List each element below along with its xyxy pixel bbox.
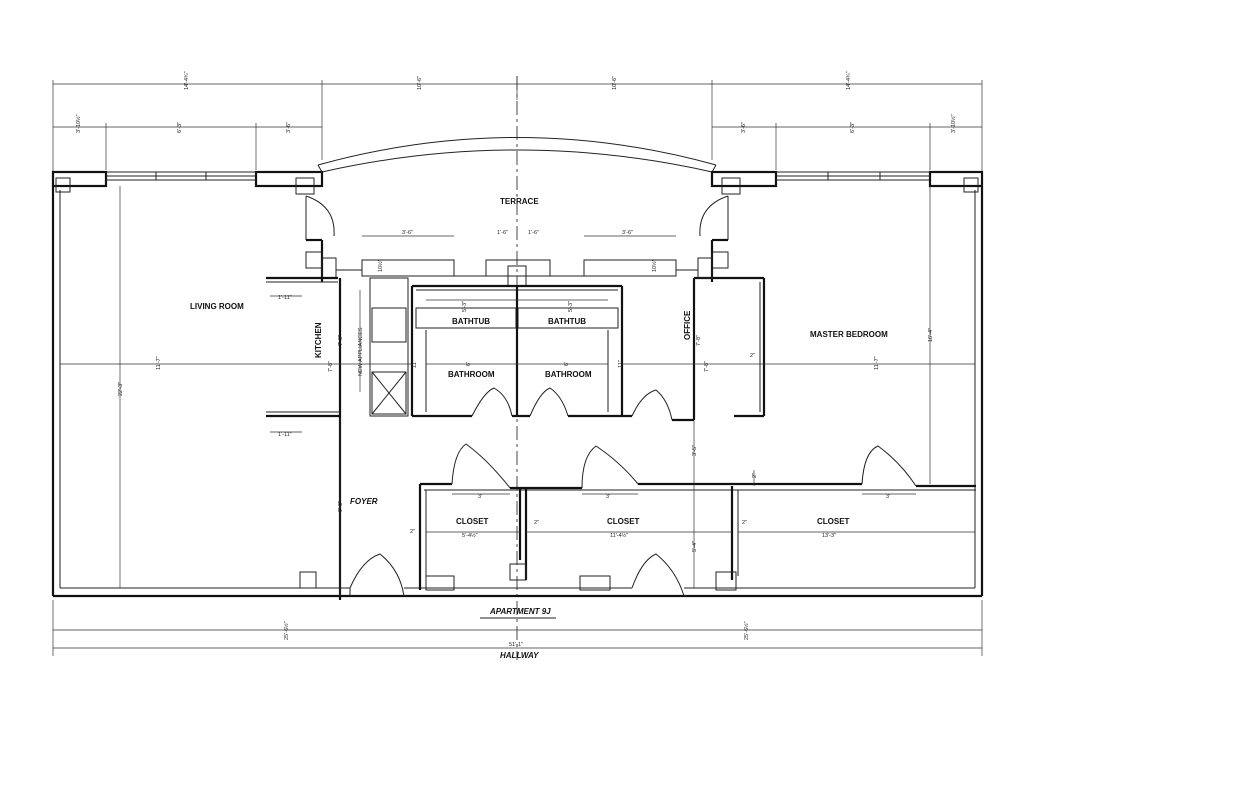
dim-office-width: 7'-8": [704, 361, 710, 372]
top-dimensions: 14'-4¾" 10'-6" 10'-6" 14'-4¾" 3'-10½" 6'…: [52, 71, 983, 180]
label-living-room: LIVING ROOM: [190, 302, 244, 311]
dim-top-mid-left: 10'-6": [417, 76, 423, 90]
label-terrace: TERRACE: [500, 197, 539, 206]
label-bathroom-2: BATHROOM: [545, 370, 592, 379]
dim-win-right-c: 3'-10½": [950, 114, 957, 133]
dim-closet-door-1: 3': [478, 494, 482, 500]
label-closet-3: CLOSET: [817, 517, 850, 526]
dim-closet-door-3: 3': [886, 494, 890, 500]
dim-overall-total: 51'-1": [509, 642, 523, 648]
dim-bedroom-width: 11'-7": [874, 356, 880, 370]
dim-bath-width-left: 6': [466, 362, 472, 366]
dim-small-a: 10½": [377, 259, 384, 272]
central-core: [266, 238, 766, 600]
label-bathtub-1: BATHTUB: [452, 317, 490, 326]
dim-tub-left: 5'-3": [462, 301, 468, 312]
dim-wall-2a: 2": [750, 353, 755, 359]
dim-living-width: 11'-7": [156, 356, 162, 370]
dim-bedroom-depth: 16'-4": [928, 328, 934, 342]
dim-closet-door-2: 3': [606, 494, 610, 500]
dim-top-right: 14'-4¾": [846, 71, 852, 90]
label-new-appliances: NEW APPLIANCES: [358, 327, 364, 376]
dim-win-left-b: 6'-3": [177, 122, 183, 133]
dim-top-left: 14'-4¾": [184, 71, 190, 90]
label-kitchen: KITCHEN: [314, 322, 323, 358]
dim-center-upper: 3'-5": [692, 445, 698, 456]
dim-bath-width-right: 6': [564, 362, 570, 366]
terrace-doors: [305, 195, 729, 240]
dim-wall-2c: 2": [534, 520, 539, 526]
dim-win-left-a: 3'-10½": [75, 114, 82, 133]
dim-win-left-c: 3'-6": [286, 122, 292, 133]
label-closet-2: CLOSET: [607, 517, 640, 526]
dim-overall-right: 25'-6½": [743, 621, 750, 640]
dim-small-b: 10½": [651, 259, 658, 272]
dim-kitchen-counter-bottom: 1'-11": [278, 432, 292, 438]
dim-wall-2d: 2": [742, 520, 747, 526]
dim-win-right-a: 3'-6": [741, 122, 747, 133]
dim-closet-3-width: 13'-3": [822, 533, 836, 539]
room-labels: TERRACE LIVING ROOM KITCHEN NEW APPLIANC…: [190, 197, 888, 660]
dim-top-mid-right: 10'-6": [612, 76, 618, 90]
interior-dimensions: 22'-3" 11'-7" 1'-11" 1'-11" 7'-8" 7'-8" …: [52, 186, 983, 656]
dim-wall-2e: 2": [752, 473, 758, 478]
dim-center-lower: 5'-4": [692, 541, 698, 552]
dim-office-depth: 7'-8": [696, 335, 702, 346]
dim-bath-depth-left: 11": [412, 360, 418, 368]
dim-win-right-b: 6'-3": [850, 122, 856, 133]
dim-foyer-depth: 9'-3": [338, 501, 344, 512]
dim-kitchen-width: 7'-8": [328, 361, 334, 372]
label-hallway: HALLWAY: [500, 651, 539, 660]
dim-bath-depth-right: 11": [618, 360, 624, 368]
label-bathroom-1: BATHROOM: [448, 370, 495, 379]
dim-wall-2b: 2": [410, 529, 415, 535]
dim-terrace-c: 1'-6": [528, 230, 539, 236]
dim-terrace-a: 3'-6": [402, 230, 413, 236]
dim-living-depth: 22'-3": [118, 382, 124, 396]
dim-terrace-b: 1'-6": [497, 230, 508, 236]
exterior-walls: [51, 137, 984, 598]
dim-tub-right: 5'-3": [568, 301, 574, 312]
dim-overall-left: 25'-6½": [283, 621, 290, 640]
label-bathtub-2: BATHTUB: [548, 317, 586, 326]
dim-closet-1-width: 5'-4½": [462, 532, 478, 539]
dim-terrace-d: 3'-6": [622, 230, 633, 236]
closets: [349, 443, 976, 597]
label-master-bedroom: MASTER BEDROOM: [810, 330, 888, 339]
label-apartment: APARTMENT 9J: [489, 607, 551, 616]
label-foyer: FOYER: [350, 497, 378, 506]
label-closet-1: CLOSET: [456, 517, 489, 526]
dim-kitchen-depth: 7'-8": [338, 335, 344, 346]
dim-kitchen-counter-top: 1'-11": [278, 295, 292, 301]
label-office: OFFICE: [683, 310, 692, 340]
dim-closet-2-width: 11'-4½": [610, 532, 628, 539]
